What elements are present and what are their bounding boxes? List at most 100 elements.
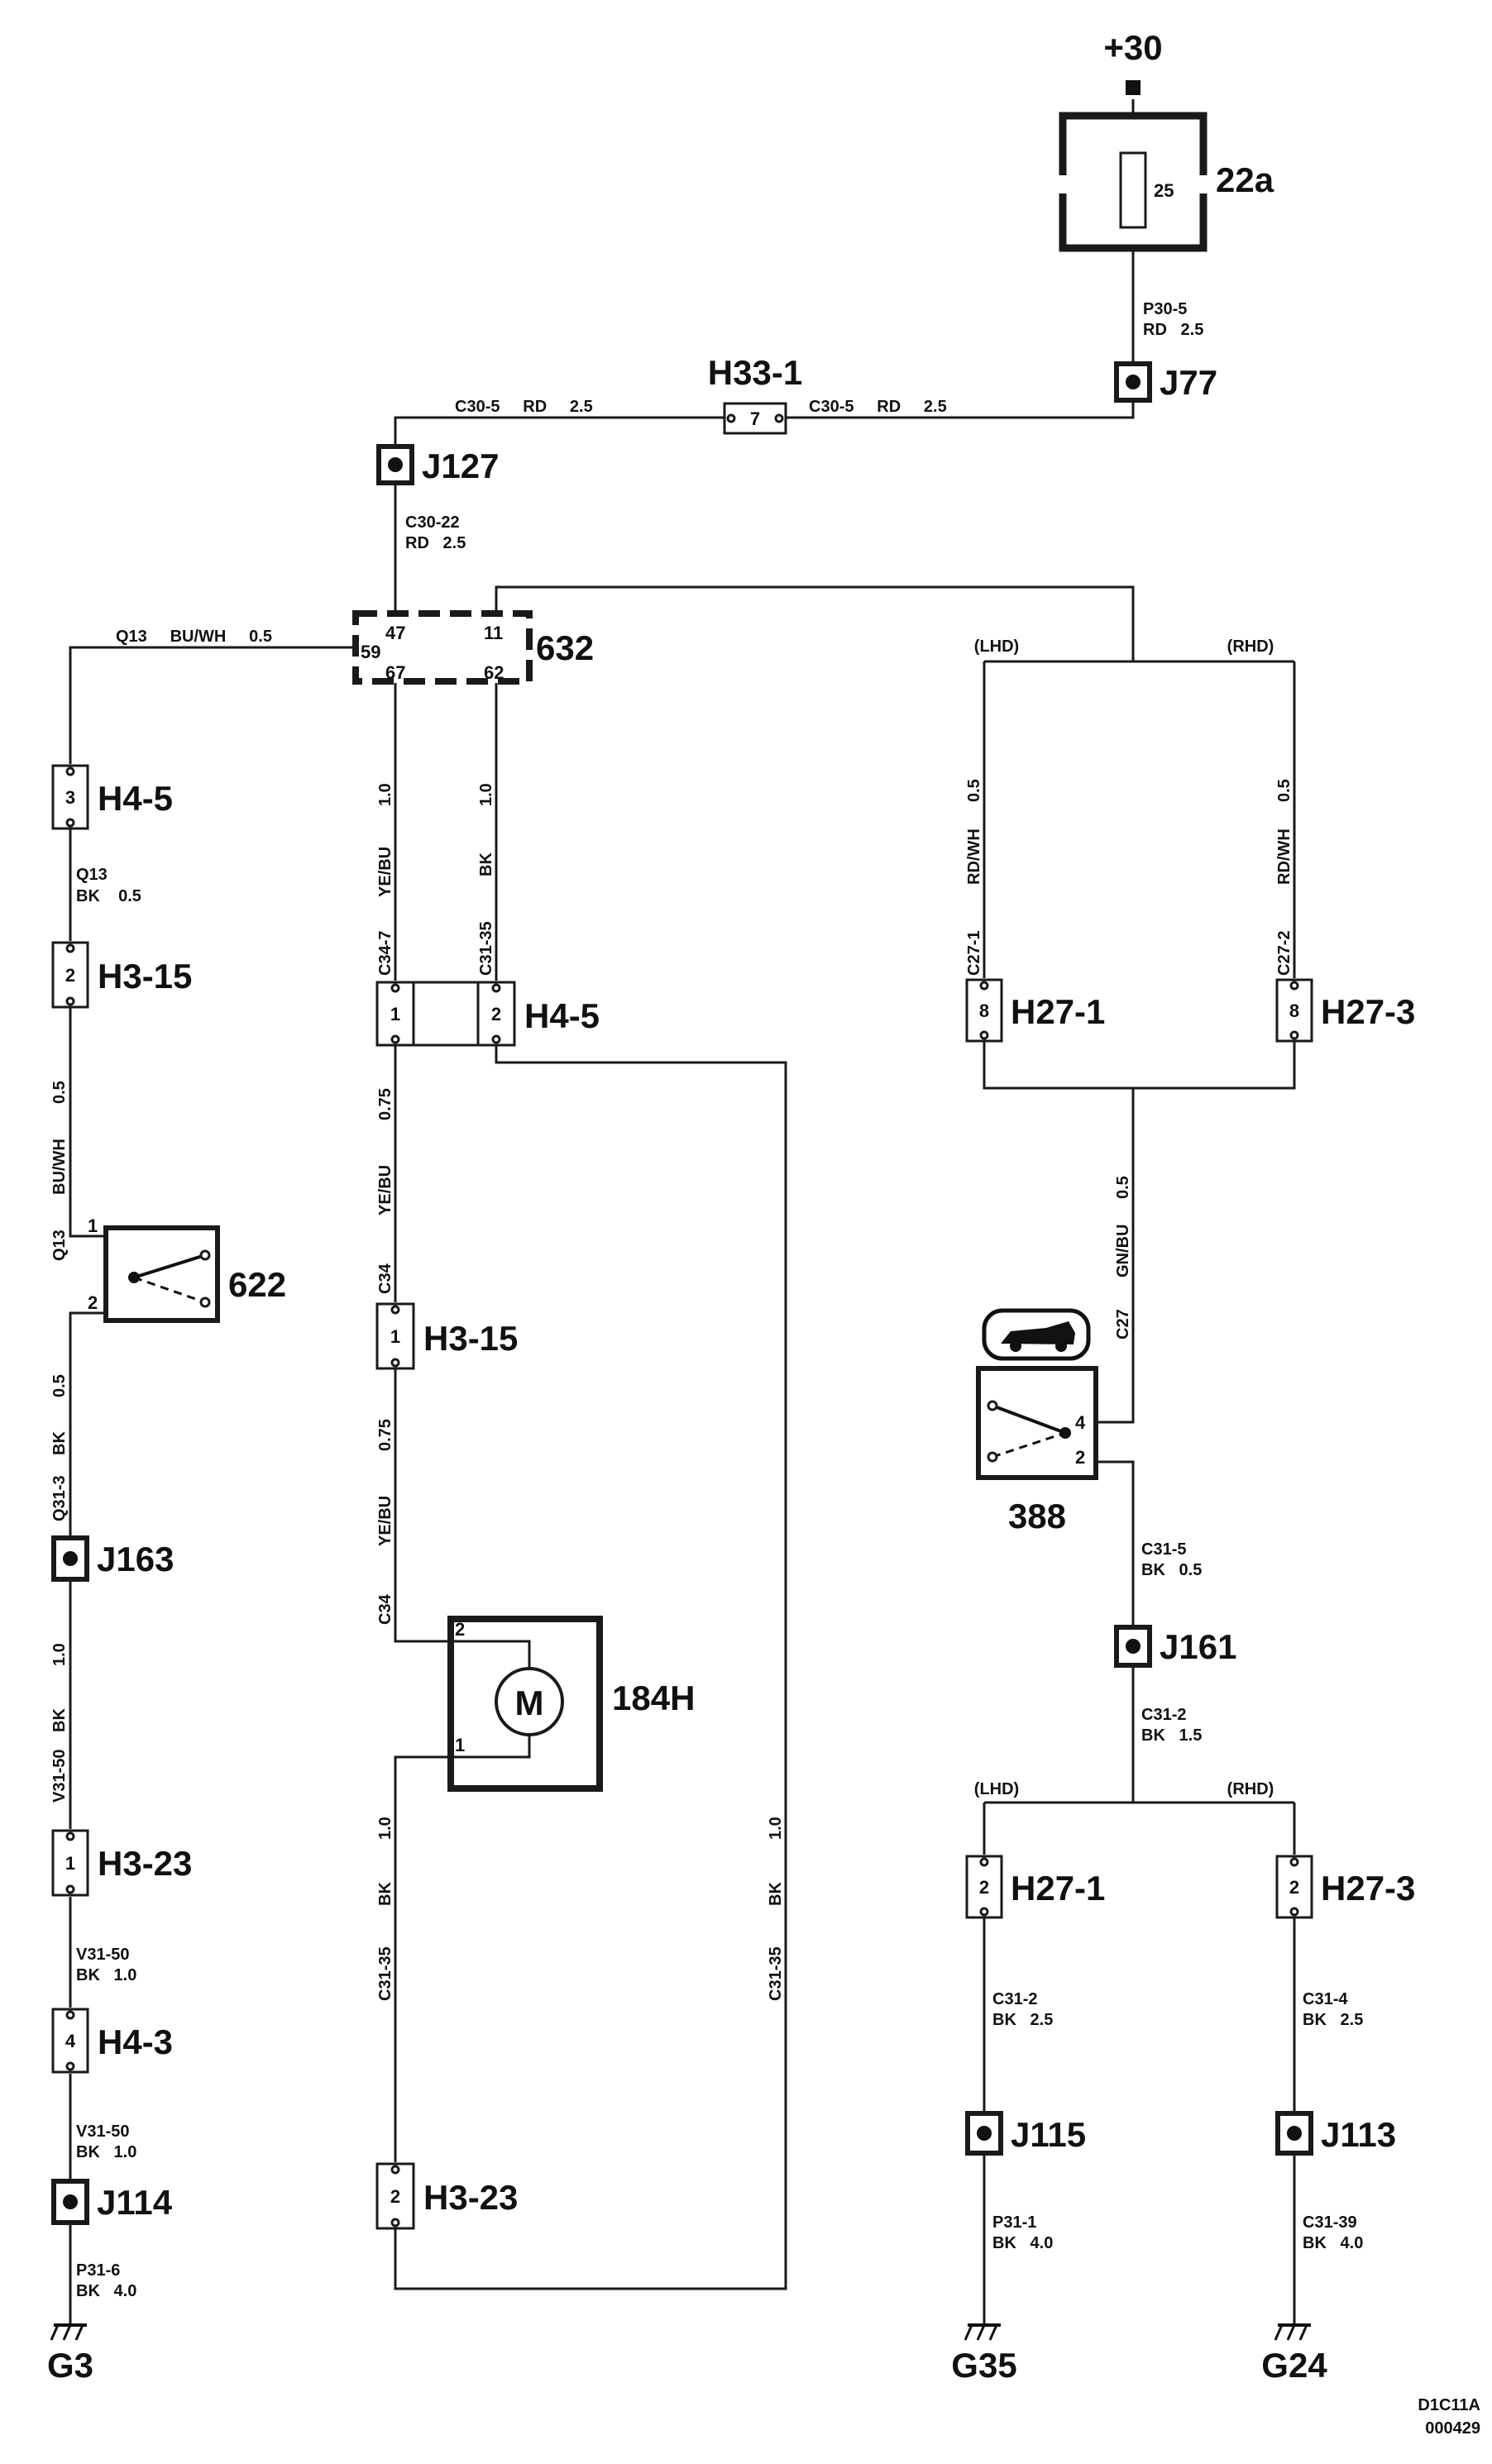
pin-number: 2 [979, 1877, 989, 1898]
svg-text:V31-50: V31-50 [76, 1946, 130, 1964]
svg-text:0.5: 0.5 [50, 1081, 69, 1104]
svg-text:YE/BU: YE/BU [376, 1165, 395, 1215]
svg-text:Q13: Q13 [76, 866, 108, 884]
svg-text:C31-4: C31-4 [1303, 1990, 1348, 2008]
motor-184h: M 2 1 184H [447, 1616, 695, 1792]
svg-text:RD 2.5: RD 2.5 [1143, 321, 1203, 339]
connector-h4-5-mid: 1 2 H4-5 [375, 981, 600, 1047]
pin-number: 2 [390, 2186, 400, 2207]
pin-number: 8 [1289, 1000, 1299, 1021]
junction-j77: J77 [1114, 361, 1217, 403]
svg-text:C34-7: C34-7 [376, 931, 395, 976]
wires [69, 99, 1296, 2325]
supply-label: +30 [1103, 28, 1162, 67]
svg-text:BK 2.5: BK 2.5 [1303, 2011, 1363, 2029]
fuse-box-22a: 25 22a [1059, 112, 1274, 252]
connector-label: H4-5 [98, 779, 173, 818]
svg-text:C30-5 RD 2.5: C30-5 RD 2.5 [455, 398, 593, 416]
pin-2: 2 [1075, 1447, 1085, 1468]
svg-text:C34: C34 [376, 1593, 395, 1625]
connector-label: H4-3 [98, 2022, 173, 2061]
svg-text:C27-1: C27-1 [965, 931, 983, 976]
svg-text:1.0: 1.0 [767, 1817, 785, 1840]
switch-label: 622 [228, 1265, 286, 1304]
svg-text:BK: BK [376, 1882, 395, 1906]
connector-h3-15-left: 2 H3-15 [51, 941, 192, 1009]
pin-number: 1 [390, 1326, 400, 1347]
pin-11: 11 [484, 623, 503, 643]
pin-number: 2 [65, 965, 75, 986]
pin-4: 4 [1075, 1412, 1086, 1433]
connector-label: H27-3 [1321, 1869, 1415, 1908]
connector-h27-3-bot: 2 H27-3 [1275, 1855, 1415, 1919]
junction-label: J114 [97, 2183, 173, 2222]
lhd-label: (LHD) [974, 1780, 1019, 1798]
svg-text:C31-2: C31-2 [1141, 1706, 1186, 1724]
ground-label: G35 [951, 2346, 1016, 2385]
junction-label: J115 [1011, 2115, 1086, 2154]
junction-j113: J113 [1275, 2111, 1396, 2156]
ground-g35: G35 [951, 2323, 1017, 2385]
svg-text:C31-35: C31-35 [767, 1946, 785, 2001]
pin-2: 2 [455, 1619, 465, 1640]
pin-number: 8 [979, 1000, 989, 1021]
connector-label: H3-23 [98, 1844, 192, 1883]
junction-label: J127 [422, 446, 499, 485]
svg-text:YE/BU: YE/BU [376, 1496, 395, 1546]
svg-text:D1C11A: D1C11A [1418, 2396, 1480, 2414]
fuse-value: 25 [1154, 180, 1174, 201]
switch-622: 1 2 622 [88, 1215, 286, 1323]
pin-59: 59 [361, 642, 380, 662]
svg-text:BU/WH: BU/WH [50, 1139, 69, 1195]
junction-label: J161 [1160, 1627, 1236, 1666]
connector-label: H3-15 [423, 1319, 518, 1358]
connector-h33-1: 7 H33-1 [708, 353, 802, 435]
junction-j127: J127 [376, 444, 499, 485]
svg-text:C30-22: C30-22 [405, 513, 460, 532]
vertical-wire-labels: 0.5 BU/WH Q13 0.5 BK Q31-3 1.0 BK V31-50… [50, 779, 1294, 2001]
variant-labels-top: (LHD) (RHD) (LHD) (RHD) [974, 637, 1274, 1798]
svg-text:C31-35: C31-35 [477, 921, 495, 976]
svg-text:V31-50: V31-50 [76, 2123, 130, 2141]
junction-j163: J163 [51, 1535, 174, 1582]
svg-text:YE/BU: YE/BU [376, 847, 395, 897]
svg-text:V31-50: V31-50 [50, 1750, 69, 1803]
pin-number: 3 [65, 787, 75, 808]
svg-text:C27: C27 [1114, 1309, 1132, 1339]
svg-text:BK 0.5: BK 0.5 [1141, 1561, 1202, 1579]
svg-text:BK: BK [477, 852, 495, 876]
drawing-code: D1C11A 000429 [1418, 2396, 1480, 2438]
connector-label: H4-5 [524, 996, 600, 1035]
svg-text:C31-39: C31-39 [1303, 2213, 1357, 2232]
motor-label: 184H [612, 1678, 695, 1717]
pin-number: 4 [65, 2031, 76, 2051]
junction-label: J113 [1321, 2115, 1396, 2154]
pin-62: 62 [484, 662, 504, 683]
svg-text:1.0: 1.0 [376, 1817, 395, 1840]
fuse-label: 22a [1216, 160, 1274, 199]
pin-number: 7 [750, 408, 760, 429]
svg-text:C31-2: C31-2 [992, 1990, 1037, 2008]
svg-text:C30-5 RD 2.5: C30-5 RD 2.5 [809, 398, 947, 416]
pin-1: 1 [390, 1004, 400, 1024]
junction-j115: J115 [965, 2111, 1086, 2156]
connector-label: H33-1 [708, 353, 802, 392]
svg-text:RD/WH: RD/WH [1275, 828, 1294, 885]
svg-text:C31-35: C31-35 [376, 1946, 395, 2001]
pin-2: 2 [491, 1004, 501, 1024]
svg-text:RD 2.5: RD 2.5 [405, 534, 466, 552]
svg-text:BK 1.5: BK 1.5 [1141, 1726, 1202, 1745]
ground-g24: G24 [1261, 2323, 1327, 2385]
ground-label: G24 [1261, 2346, 1327, 2385]
connector-label: H27-1 [1011, 1869, 1105, 1908]
motor-symbol: M [515, 1683, 544, 1722]
pin-47: 47 [385, 623, 405, 643]
junction-label: J163 [97, 1540, 174, 1578]
relay-label: 632 [536, 628, 594, 667]
pin-number: 2 [1289, 1877, 1299, 1898]
svg-text:BK: BK [767, 1882, 785, 1906]
svg-text:BK 1.0: BK 1.0 [76, 2143, 136, 2161]
svg-text:BK: BK [50, 1431, 69, 1455]
rhd-label: (RHD) [1227, 637, 1274, 656]
